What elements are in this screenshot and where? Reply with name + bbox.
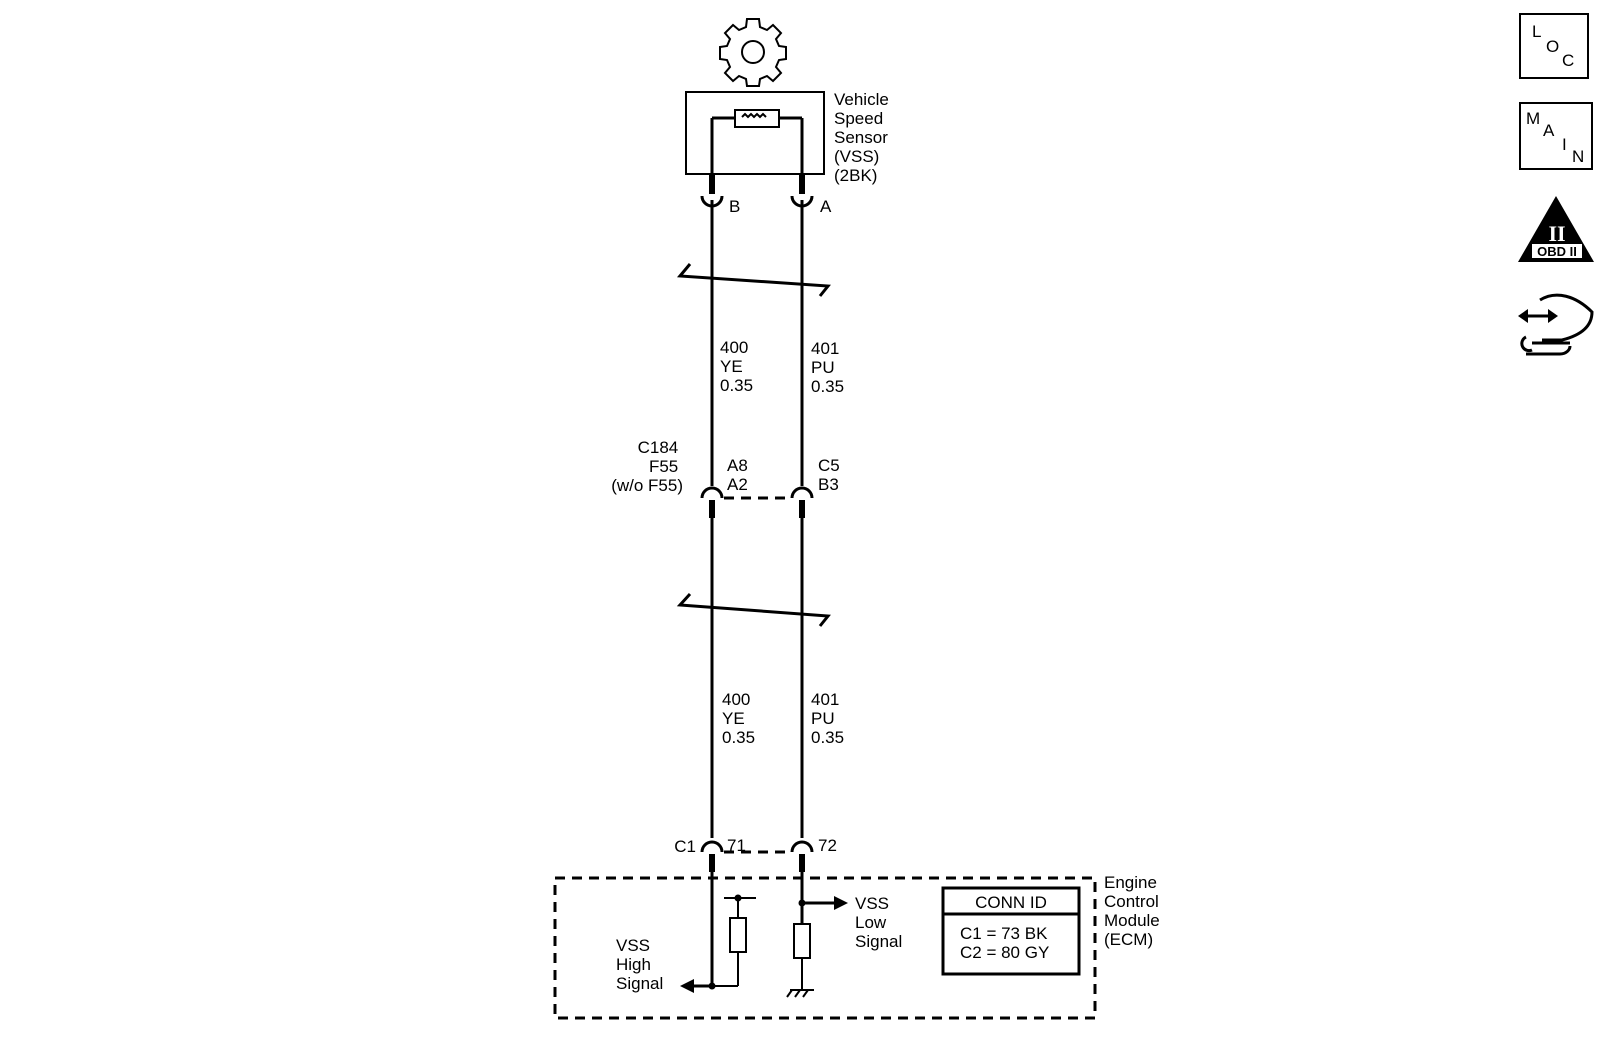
svg-text:M: M xyxy=(1526,109,1540,128)
conn-id-row: C2 = 80 GY xyxy=(960,943,1049,962)
main-icon[interactable]: M A I N xyxy=(1519,102,1593,170)
vss-low-signal-label: VSS Low Signal xyxy=(855,894,902,951)
gear-icon xyxy=(719,18,787,87)
c184-left-pins: A8 A2 xyxy=(727,456,753,494)
wire-400-upper-label: 400 YE 0.35 xyxy=(720,338,753,395)
conn-id-table: CONN ID C1 = 73 BK C2 = 80 GY xyxy=(941,886,1081,976)
sensor-pin-b: B xyxy=(729,197,740,216)
conn-id-row: C1 = 73 BK xyxy=(960,924,1048,943)
ecm-pin-71: 71 xyxy=(727,836,746,855)
sensor-connector: B A xyxy=(700,174,832,216)
loc-icon[interactable]: L O C xyxy=(1519,13,1589,79)
svg-text:O: O xyxy=(1546,37,1559,56)
c184-right-pins: C5 B3 xyxy=(818,456,844,494)
ecm-connector-c1: C1 71 72 xyxy=(674,836,837,872)
wire-400-lower-label: 400 YE 0.35 xyxy=(722,690,755,747)
sensor-label: Vehicle Speed Sensor (VSS) (2BK) xyxy=(834,90,894,185)
wire-401-lower-label: 401 PU 0.35 xyxy=(811,690,844,747)
ecm-label: Engine Control Module (ECM) xyxy=(1104,873,1165,949)
sensor-pin-a: A xyxy=(820,197,832,216)
vss-sensor-element xyxy=(734,109,780,128)
svg-text:II: II xyxy=(1548,221,1565,246)
wire-401-upper-label: 401 PU 0.35 xyxy=(811,339,844,396)
svg-text:I: I xyxy=(1562,135,1567,154)
obd-ii-icon[interactable]: II OBD II xyxy=(1518,196,1594,262)
ecm-connector-name: C1 xyxy=(674,837,696,856)
vss-high-signal-circuit xyxy=(680,872,756,993)
schematic-reference-icon[interactable] xyxy=(1518,293,1594,356)
svg-text:L: L xyxy=(1532,22,1541,41)
vss-high-signal-label: VSS High Signal xyxy=(616,936,663,993)
svg-text:A: A xyxy=(1543,121,1555,140)
svg-text:N: N xyxy=(1572,147,1584,166)
svg-text:OBD II: OBD II xyxy=(1537,244,1577,259)
vss-low-signal-circuit xyxy=(786,872,848,998)
svg-text:C: C xyxy=(1562,51,1574,70)
c184-name: C184 F55 (w/o F55) xyxy=(611,438,683,495)
conn-id-title: CONN ID xyxy=(975,893,1047,912)
wire-break-symbol xyxy=(676,592,831,627)
vss-sensor-box xyxy=(685,91,825,175)
inline-connector-c184: C184 F55 (w/o F55) A8 A2 C5 B3 xyxy=(611,438,844,518)
wire-break-symbol xyxy=(676,263,831,297)
ecm-pin-72: 72 xyxy=(818,836,837,855)
